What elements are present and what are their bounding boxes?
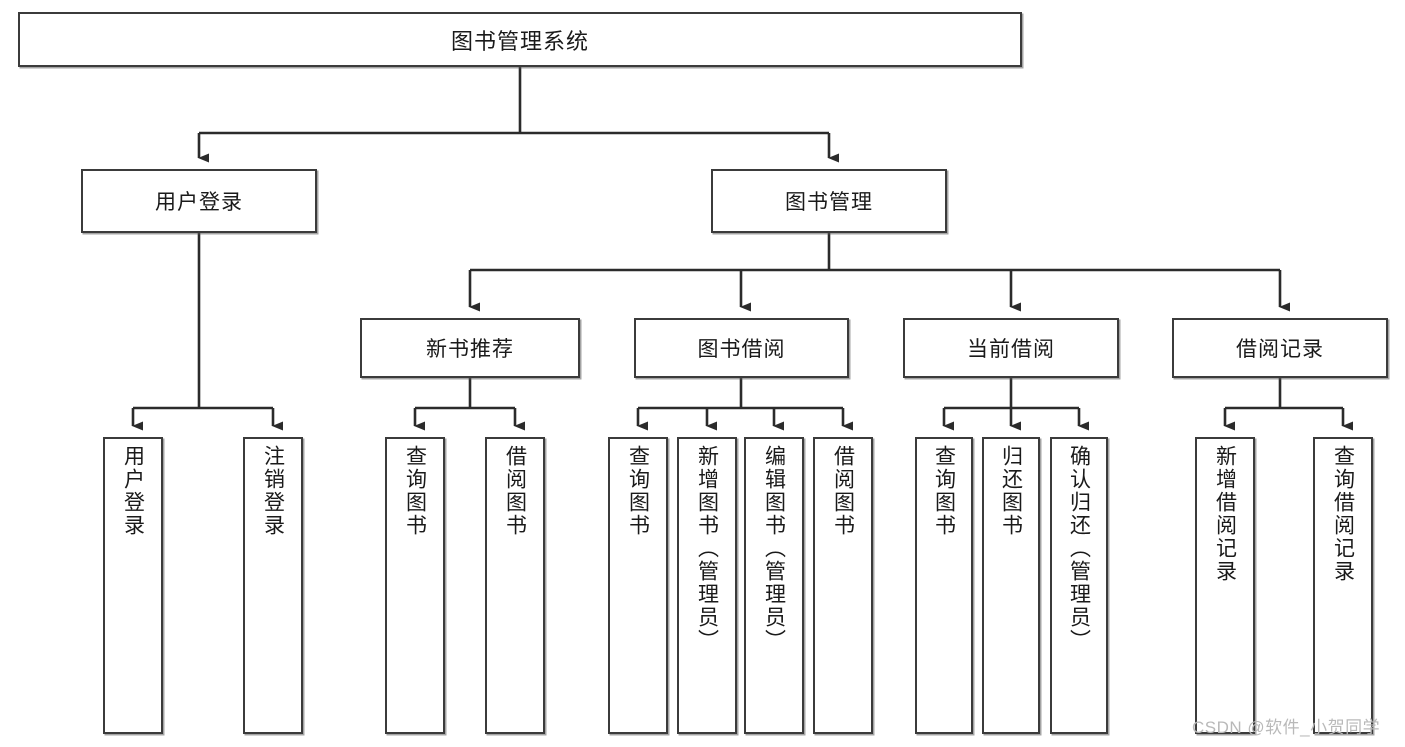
node-leaf-add-borrow-record-label: 新增借阅记录 [1213,445,1237,583]
node-new-book-recommend-label: 新书推荐 [426,338,514,361]
node-book-borrow-label: 图书借阅 [697,338,786,361]
node-leaf-user-login-label: 用户登录 [121,445,145,537]
node-leaf-query-borrow-record[interactable]: 查询借阅记录 [1313,437,1373,734]
node-book-management-label: 图书管理 [785,191,873,214]
node-borrow-record[interactable]: 借阅记录 [1172,318,1388,378]
node-leaf-query-borrow-record-label: 查询借阅记录 [1331,445,1355,583]
node-leaf-logout-login-label: 注销登录 [261,445,285,537]
node-user-login[interactable]: 用户登录 [81,169,317,233]
node-leaf-query-book-current-label: 查询图书 [932,445,956,537]
node-leaf-query-book-current[interactable]: 查询图书 [915,437,973,734]
node-leaf-query-book-recommend-label: 查询图书 [403,445,427,537]
node-leaf-query-book-borrow[interactable]: 查询图书 [608,437,668,734]
node-leaf-add-book-admin-label: 新增图书（管理员） [695,445,719,652]
node-leaf-edit-book-admin-label: 编辑图书（管理员） [762,445,786,652]
node-leaf-borrow-book[interactable]: 借阅图书 [813,437,873,734]
node-leaf-add-book-admin[interactable]: 新增图书（管理员） [677,437,737,734]
node-leaf-borrow-book-label: 借阅图书 [831,445,855,537]
csdn-watermark: CSDN @软件_小贺同学 [1192,718,1381,737]
node-borrow-record-label: 借阅记录 [1236,338,1324,361]
node-leaf-return-book[interactable]: 归还图书 [982,437,1040,734]
node-root[interactable]: 图书管理系统 [18,12,1022,67]
node-book-management[interactable]: 图书管理 [711,169,947,233]
node-leaf-borrow-book-recommend[interactable]: 借阅图书 [485,437,545,734]
node-current-borrow-label: 当前借阅 [967,338,1055,361]
node-new-book-recommend[interactable]: 新书推荐 [360,318,580,378]
node-leaf-confirm-return-admin[interactable]: 确认归还（管理员） [1050,437,1108,734]
node-leaf-logout-login[interactable]: 注销登录 [243,437,303,734]
node-leaf-borrow-book-recommend-label: 借阅图书 [503,445,527,537]
node-root-label: 图书管理系统 [450,28,589,54]
node-leaf-query-book-borrow-label: 查询图书 [626,445,650,537]
node-book-borrow[interactable]: 图书借阅 [634,318,849,378]
node-leaf-confirm-return-admin-label: 确认归还（管理员） [1067,445,1091,652]
node-leaf-add-borrow-record[interactable]: 新增借阅记录 [1195,437,1255,734]
node-leaf-user-login[interactable]: 用户登录 [103,437,163,734]
node-user-login-label: 用户登录 [155,191,243,214]
node-leaf-query-book-recommend[interactable]: 查询图书 [385,437,445,734]
node-leaf-edit-book-admin[interactable]: 编辑图书（管理员） [744,437,804,734]
node-current-borrow[interactable]: 当前借阅 [903,318,1119,378]
node-leaf-return-book-label: 归还图书 [999,445,1023,537]
